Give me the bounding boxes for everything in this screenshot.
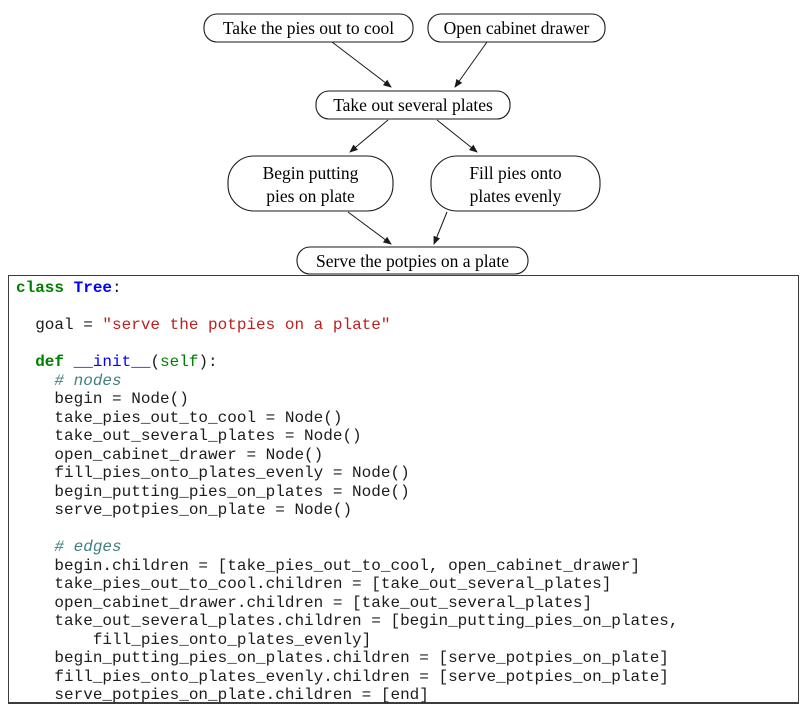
code-token: take_pies_out_to_cool = Node()	[16, 408, 343, 427]
code-line: serve_potpies_on_plate.children = [end]	[16, 686, 798, 705]
code-token	[16, 372, 54, 390]
node-label-line2: plates evenly	[470, 186, 562, 206]
code-token: Tree	[73, 279, 113, 297]
code-line: begin_putting_pies_on_plates = Node()	[16, 483, 798, 502]
diagram-node-begin-putting-pies-on-plate: Begin putting pies on plate	[227, 155, 394, 212]
code-token: begin_putting_pies_on_plates.children = …	[16, 649, 669, 667]
edge-arrow-1	[331, 41, 392, 88]
code-block: class Tree: goal = "serve the potpies on…	[8, 275, 799, 704]
code-token: fill_pies_onto_plates_evenly = Node()	[16, 464, 410, 482]
edge-arrow-2	[454, 41, 488, 88]
code-token: open_cabinet_drawer.children = [take_out…	[16, 593, 593, 612]
code-token	[16, 353, 35, 371]
code-token	[16, 538, 54, 556]
code-token: ):	[198, 353, 218, 371]
diagram-node-open-cabinet-drawer: Open cabinet drawer	[427, 13, 606, 43]
node-box	[296, 246, 529, 275]
node-box	[315, 90, 511, 120]
code-line: begin = Node()	[16, 390, 798, 409]
code-line: goal = "serve the potpies on a plate"	[16, 316, 798, 335]
code-token: take_out_several_plates = Node()	[16, 427, 362, 445]
node-label-line1: Begin putting	[263, 163, 359, 183]
code-line: take_pies_out_to_cool.children = [take_o…	[16, 575, 798, 594]
code-token: take_pies_out_to_cool.children = [take_o…	[16, 575, 612, 593]
edge-arrow-6	[433, 211, 448, 245]
node-label: Open cabinet drawer	[444, 18, 590, 38]
code-token	[64, 353, 74, 371]
code-token: serve_potpies_on_plate = Node()	[16, 501, 353, 519]
code-token: serve_potpies_on_plate.children = [end]	[16, 686, 429, 704]
code-token: fill_pies_onto_plates_evenly.children = …	[16, 667, 669, 686]
code-token: begin = Node()	[16, 390, 189, 408]
task-tree-diagram: Take the pies out to cool Open cabinet d…	[203, 13, 606, 275]
code-line: open_cabinet_drawer.children = [take_out…	[16, 594, 798, 613]
edge-arrow-3	[349, 119, 389, 153]
code-token	[64, 279, 74, 297]
node-box	[203, 13, 414, 43]
code-content: class Tree: goal = "serve the potpies on…	[9, 276, 798, 705]
node-box	[430, 155, 601, 212]
diagram-node-fill-pies-onto-plates-evenly: Fill pies onto plates evenly	[430, 155, 601, 212]
code-token: self	[160, 353, 199, 371]
code-token: def	[35, 353, 65, 371]
diagram-node-take-out-several-plates: Take out several plates	[315, 90, 511, 120]
code-line: # nodes	[16, 372, 798, 391]
edge-arrow-5	[347, 211, 392, 245]
code-token: # edges	[54, 538, 122, 556]
node-label-line1: Fill pies onto	[469, 163, 562, 183]
node-label: Take out several plates	[333, 95, 493, 115]
code-line	[16, 335, 798, 354]
code-token: class	[16, 279, 65, 297]
code-line: begin.children = [take_pies_out_to_cool,…	[16, 557, 798, 576]
code-line: # edges	[16, 538, 798, 557]
code-line: serve_potpies_on_plate = Node()	[16, 501, 798, 520]
node-label: Take the pies out to cool	[223, 18, 394, 38]
code-line: class Tree:	[16, 279, 798, 298]
code-line: fill_pies_onto_plates_evenly = Node()	[16, 464, 798, 483]
node-label: Serve the potpies on a plate	[316, 251, 509, 271]
code-line: fill_pies_onto_plates_evenly]	[16, 631, 798, 650]
code-token: __init__	[73, 353, 151, 371]
code-line: fill_pies_onto_plates_evenly.children = …	[16, 668, 798, 687]
code-token: (	[150, 353, 161, 371]
code-line	[16, 520, 798, 539]
code-line: open_cabinet_drawer = Node()	[16, 446, 798, 465]
diagram-node-serve-potpies-on-plate: Serve the potpies on a plate	[296, 246, 529, 275]
code-token: # nodes	[54, 371, 122, 390]
code-line: take_out_several_plates.children = [begi…	[16, 612, 798, 631]
node-box	[427, 13, 606, 43]
code-line: take_pies_out_to_cool = Node()	[16, 409, 798, 428]
code-token: open_cabinet_drawer = Node()	[16, 445, 324, 464]
code-line: begin_putting_pies_on_plates.children = …	[16, 649, 798, 668]
code-token: "serve the potpies on a plate"	[102, 316, 391, 334]
code-token: begin_putting_pies_on_plates = Node()	[16, 482, 410, 501]
node-box	[227, 155, 394, 212]
diagram-node-take-pies-out-to-cool: Take the pies out to cool	[203, 13, 414, 43]
code-token: goal =	[16, 316, 103, 334]
code-token: take_out_several_plates.children = [begi…	[16, 612, 679, 630]
edge-arrow-4	[436, 119, 478, 153]
code-token: begin.children = [take_pies_out_to_cool,…	[16, 556, 641, 575]
code-token: fill_pies_onto_plates_evenly]	[16, 630, 372, 649]
code-line: def __init__(self):	[16, 353, 798, 372]
code-token: :	[112, 279, 122, 297]
code-line	[16, 298, 798, 317]
code-line: take_out_several_plates = Node()	[16, 427, 798, 446]
node-label-line2: pies on plate	[266, 186, 355, 206]
